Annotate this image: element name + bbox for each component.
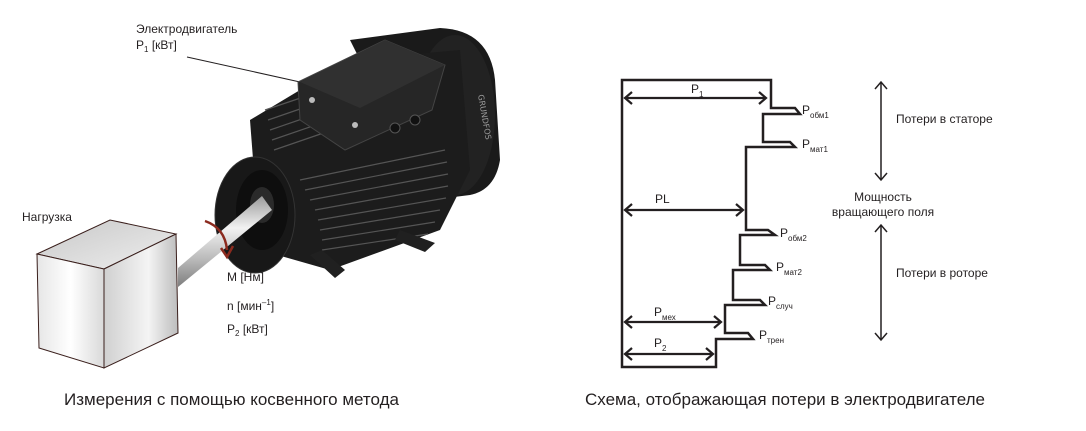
field-power-label-line2: вращающего поля [831, 205, 935, 219]
motor-power-sub: 1 [144, 45, 149, 54]
motor-label: Электродвигатель [136, 22, 238, 36]
rotor-losses-label: Потери в роторе [896, 266, 988, 280]
arrow-label-pmech: Pмех [654, 305, 676, 322]
loss-diagram [620, 78, 803, 369]
left-caption: Измерения с помощью косвенного метода [64, 390, 399, 409]
vertical-arrows [874, 80, 888, 342]
loss-label-sluch: Pслуч [768, 294, 793, 311]
motor-power-symbol: P [136, 38, 145, 52]
loss-label-obm2: Pобм2 [780, 226, 807, 243]
rotation-arrow-icon [204, 219, 235, 260]
stator-losses-label: Потери в статоре [896, 112, 993, 126]
arrow-label-p2: P2 [654, 336, 667, 353]
motor-power-unit: [кВт] [151, 38, 177, 52]
arrow-label-pl: PL [655, 192, 670, 206]
field-power-label-line1: Мощность [854, 190, 912, 204]
right-caption: Схема, отображающая потери в электродвиг… [585, 390, 985, 409]
motor-power-label: P1 [кВт] [136, 38, 177, 57]
loss-label-tren: Pтрен [759, 328, 784, 345]
loss-label-mat2: Pмат2 [776, 260, 802, 277]
leader-line [186, 56, 301, 83]
torque-label: M [Нм] [227, 270, 264, 284]
speed-label: n [мин–1] [227, 298, 275, 313]
loss-label-mat1: Pмат1 [802, 137, 828, 154]
power-arrows [623, 91, 768, 361]
arrow-label-p1: P1 [691, 82, 704, 99]
loss-label-obm1: Pобм1 [802, 103, 829, 120]
load-label: Нагрузка [22, 210, 72, 224]
output-power-label: P2 [кВт] [227, 322, 268, 338]
motor-illustration: GRUNDFOS [214, 28, 500, 278]
load-box-illustration [35, 219, 179, 369]
